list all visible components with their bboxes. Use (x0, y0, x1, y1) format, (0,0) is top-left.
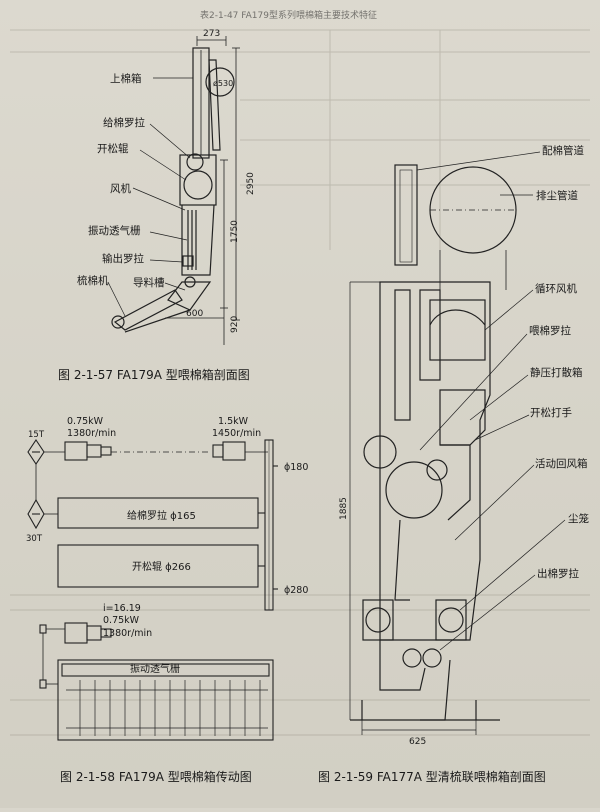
label-output: 出棉罗拉 (537, 567, 579, 580)
opener-circle (183, 170, 213, 200)
fig57-labels: 上棉箱 给棉罗拉 开松辊 风机 振动透气栅 输出罗拉 导料槽 梳棉机 (77, 72, 165, 289)
bleed-heading: 表2-1-47 FA179型系列喂棉箱主要技术特征 (200, 9, 377, 21)
dust-cage (365, 607, 391, 633)
dim-2950: 2950 (246, 172, 256, 195)
dim-600: 600 (186, 309, 203, 319)
label-top-box: 上棉箱 (110, 72, 142, 85)
m1-speed: 1380r/min (67, 428, 116, 439)
output-roller (402, 648, 422, 668)
pulley-280: ϕ280 (284, 585, 308, 596)
opener-beater (385, 461, 443, 519)
label-carding: 梳棉机 (77, 274, 109, 287)
fig59-caption: 图 2-1-59 FA177A 型清梳联喂棉箱剖面图 (318, 770, 546, 784)
fig58-caption: 图 2-1-58 FA179A 型喂棉箱传动图 (60, 770, 252, 784)
teeth-30: 30T (26, 534, 43, 544)
fig59-drawing (349, 151, 566, 735)
dim-dia: ø530 (213, 79, 233, 88)
label-damper: 活动回风箱 (535, 457, 588, 470)
bleed-through (10, 29, 590, 736)
distribution-duct (394, 164, 418, 266)
fig59-dims: 1885 625 (339, 497, 426, 747)
m2-power: 1.5kW (218, 416, 249, 427)
pulley-180: ϕ180 (284, 462, 308, 473)
dim-625: 625 (409, 737, 426, 747)
fig58-drawing (27, 439, 278, 741)
label-feed-roller: 喂棉罗拉 (529, 324, 571, 337)
m3-power: 0.75kW (103, 615, 140, 626)
label-fan: 风机 (110, 182, 131, 195)
label-chute: 导料槽 (133, 276, 165, 289)
fan-dial (205, 67, 235, 97)
m2-speed: 1450r/min (212, 428, 261, 439)
dim-273: 273 (203, 29, 220, 39)
teeth-15: 15T (28, 430, 45, 440)
fig57-dims: 273 2950 1750 600 920 (186, 29, 256, 333)
label-static-box: 静压打散箱 (530, 366, 583, 379)
dim-1750: 1750 (230, 220, 240, 243)
label-vib-plate: 振动透气栅 (88, 224, 141, 237)
roller-opener: 开松辊 ϕ266 (132, 560, 191, 573)
roller-feed: 给棉罗拉 ϕ165 (127, 509, 196, 522)
grid-label: 振动透气栅 (130, 662, 180, 675)
label-beater: 开松打手 (530, 406, 572, 419)
m3-speed: 1380r/min (103, 628, 152, 639)
label-duct: 配棉管道 (542, 144, 584, 157)
dim-920: 920 (230, 316, 240, 333)
dim-1885: 1885 (339, 497, 349, 520)
top-cotton-box (192, 47, 210, 159)
label-circ-fan: 循环风机 (535, 282, 577, 295)
label-feed-roller: 给棉罗拉 (103, 116, 145, 129)
label-dust: 排尘管道 (536, 189, 578, 202)
feed-roller-circle (186, 153, 204, 171)
fig59-labels: 配棉管道 排尘管道 循环风机 喂棉罗拉 静压打散箱 开松打手 活动回风箱 尘笼 … (529, 144, 589, 580)
gear-ratio: i=16.19 (103, 603, 141, 614)
fig57-caption: 图 2-1-57 FA179A 型喂棉箱剖面图 (58, 368, 250, 382)
m1-power: 0.75kW (67, 416, 104, 427)
fig57-drawing: ø530 (107, 36, 240, 345)
label-opener: 开松辊 (97, 142, 129, 155)
fig58-labels: 0.75kW 1380r/min 1.5kW 1450r/min 15T 30T… (26, 416, 308, 675)
label-out-roller: 输出罗拉 (102, 252, 144, 265)
label-cage: 尘笼 (568, 512, 589, 525)
